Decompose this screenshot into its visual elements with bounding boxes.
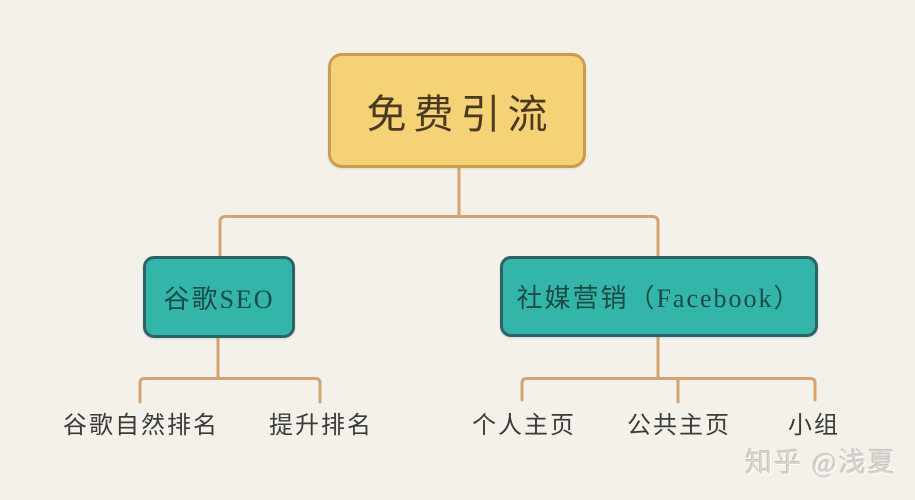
- zhihu-watermark: 知乎 @浅夏: [745, 448, 897, 478]
- leaf-improve-ranking: 提升排名: [269, 413, 373, 439]
- leaf-public-page: 公共主页: [627, 413, 731, 439]
- node-branch-google-seo: 谷歌SEO: [143, 256, 295, 338]
- node-branch-google-seo-label: 谷歌SEO: [163, 284, 275, 314]
- leaf-personal-profile: 个人主页: [472, 413, 576, 439]
- node-root-free-traffic: 免费引流: [328, 53, 586, 168]
- node-branch-social-media-label: 社媒营销（Facebook）: [516, 284, 802, 313]
- connector-tier1-rail: [218, 215, 660, 259]
- node-root-label: 免费引流: [366, 91, 555, 137]
- leaf-groups: 小组: [788, 413, 840, 439]
- node-branch-social-media: 社媒营销（Facebook）: [500, 256, 818, 337]
- leaf-google-organic-ranking: 谷歌自然排名: [63, 413, 219, 439]
- connector-left-rail: [138, 377, 322, 404]
- connector-right-rail: [520, 377, 817, 402]
